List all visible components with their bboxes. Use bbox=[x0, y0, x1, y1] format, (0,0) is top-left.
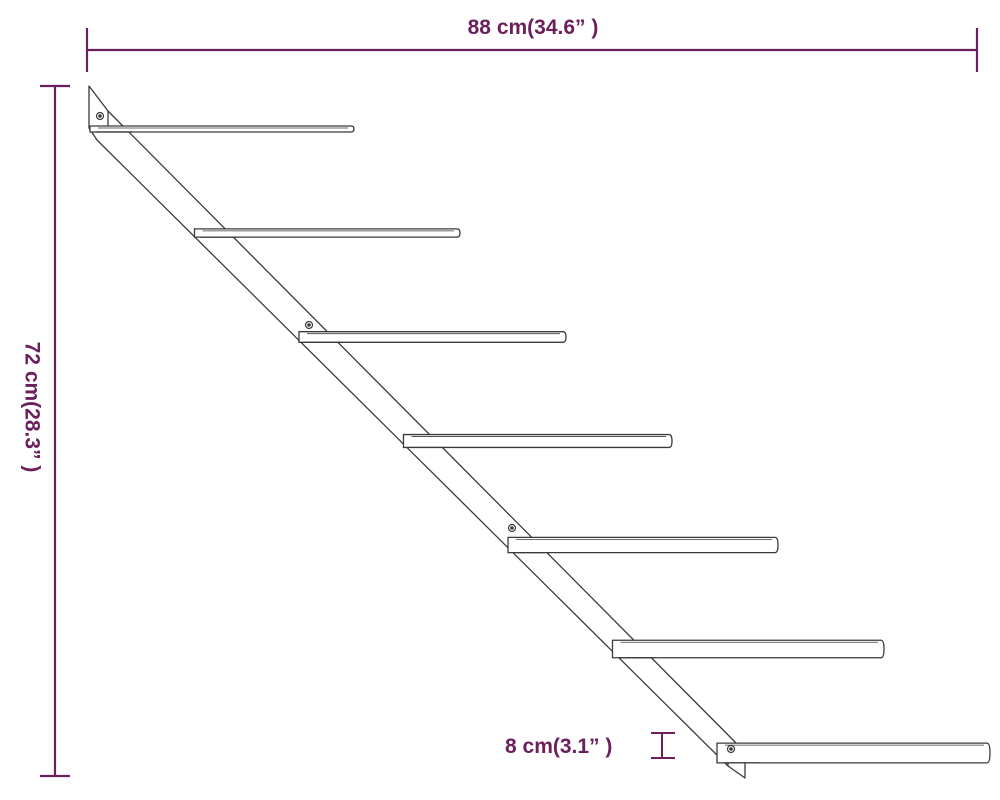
shelf-gap-dimension bbox=[651, 732, 675, 759]
height-dimension bbox=[40, 84, 70, 778]
diagonal-bracket bbox=[88, 85, 746, 779]
height-dimension-label: 72 cm(28.3” ) bbox=[20, 341, 44, 473]
shelf bbox=[402, 433, 673, 449]
bracket-plate bbox=[88, 85, 746, 779]
screws bbox=[95, 111, 736, 754]
shelf bbox=[611, 639, 885, 659]
width-dimension-label: 88 cm(34.6” ) bbox=[467, 16, 599, 39]
width-dimension bbox=[85, 28, 979, 72]
screw-icon bbox=[507, 523, 517, 533]
shelf bbox=[298, 331, 567, 343]
shelf-gap-dimension-label: 8 cm(3.1” ) bbox=[505, 735, 613, 758]
screw-icon bbox=[726, 744, 736, 754]
screw-icon bbox=[95, 111, 105, 121]
shelf bbox=[716, 742, 991, 764]
shelf bbox=[89, 125, 355, 133]
shelf bbox=[193, 228, 461, 238]
shelves bbox=[89, 125, 991, 764]
screw-icon bbox=[304, 320, 314, 330]
shelf bbox=[507, 536, 779, 554]
